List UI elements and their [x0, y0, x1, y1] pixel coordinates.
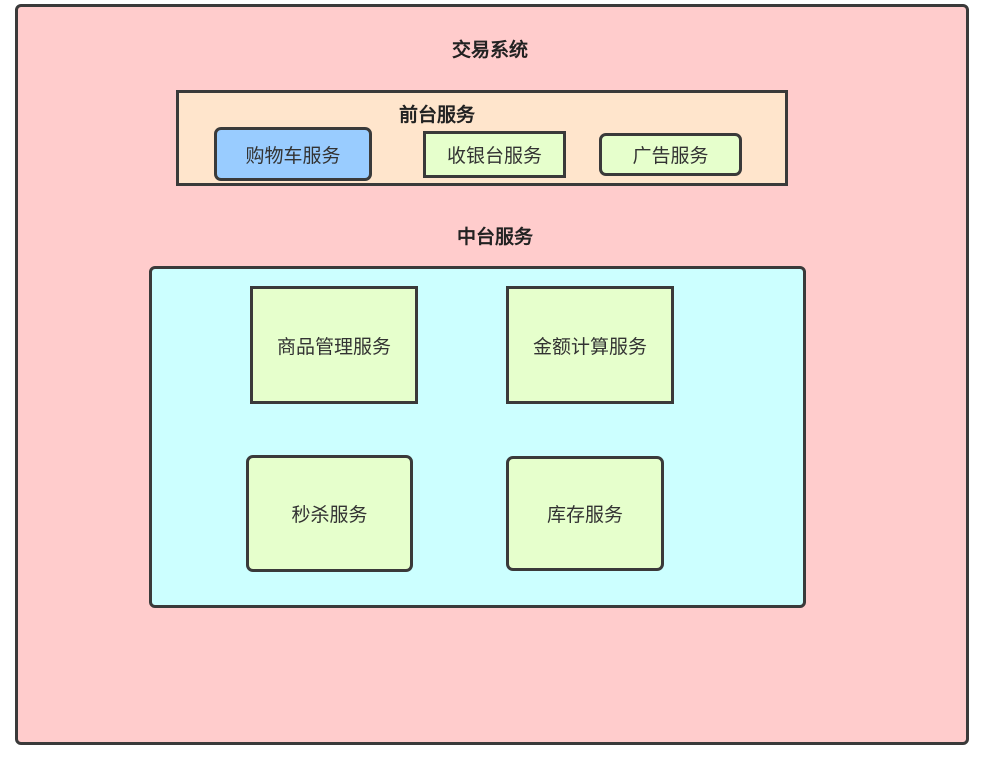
flash-sale-service: 秒杀服务: [246, 455, 413, 572]
middle-services-title: 中台服务: [456, 226, 533, 248]
trading-system-title: 交易系统: [451, 39, 528, 61]
inventory-service: 库存服务: [506, 456, 664, 571]
shopping-cart-service: 购物车服务: [214, 127, 372, 181]
advertising-service: 广告服务: [599, 133, 742, 176]
frontend-services-title: 前台服务: [398, 104, 475, 126]
amount-calculation-service: 金额计算服务: [506, 286, 674, 404]
product-management-service: 商品管理服务: [250, 286, 418, 404]
checkout-service: 收银台服务: [423, 131, 566, 178]
